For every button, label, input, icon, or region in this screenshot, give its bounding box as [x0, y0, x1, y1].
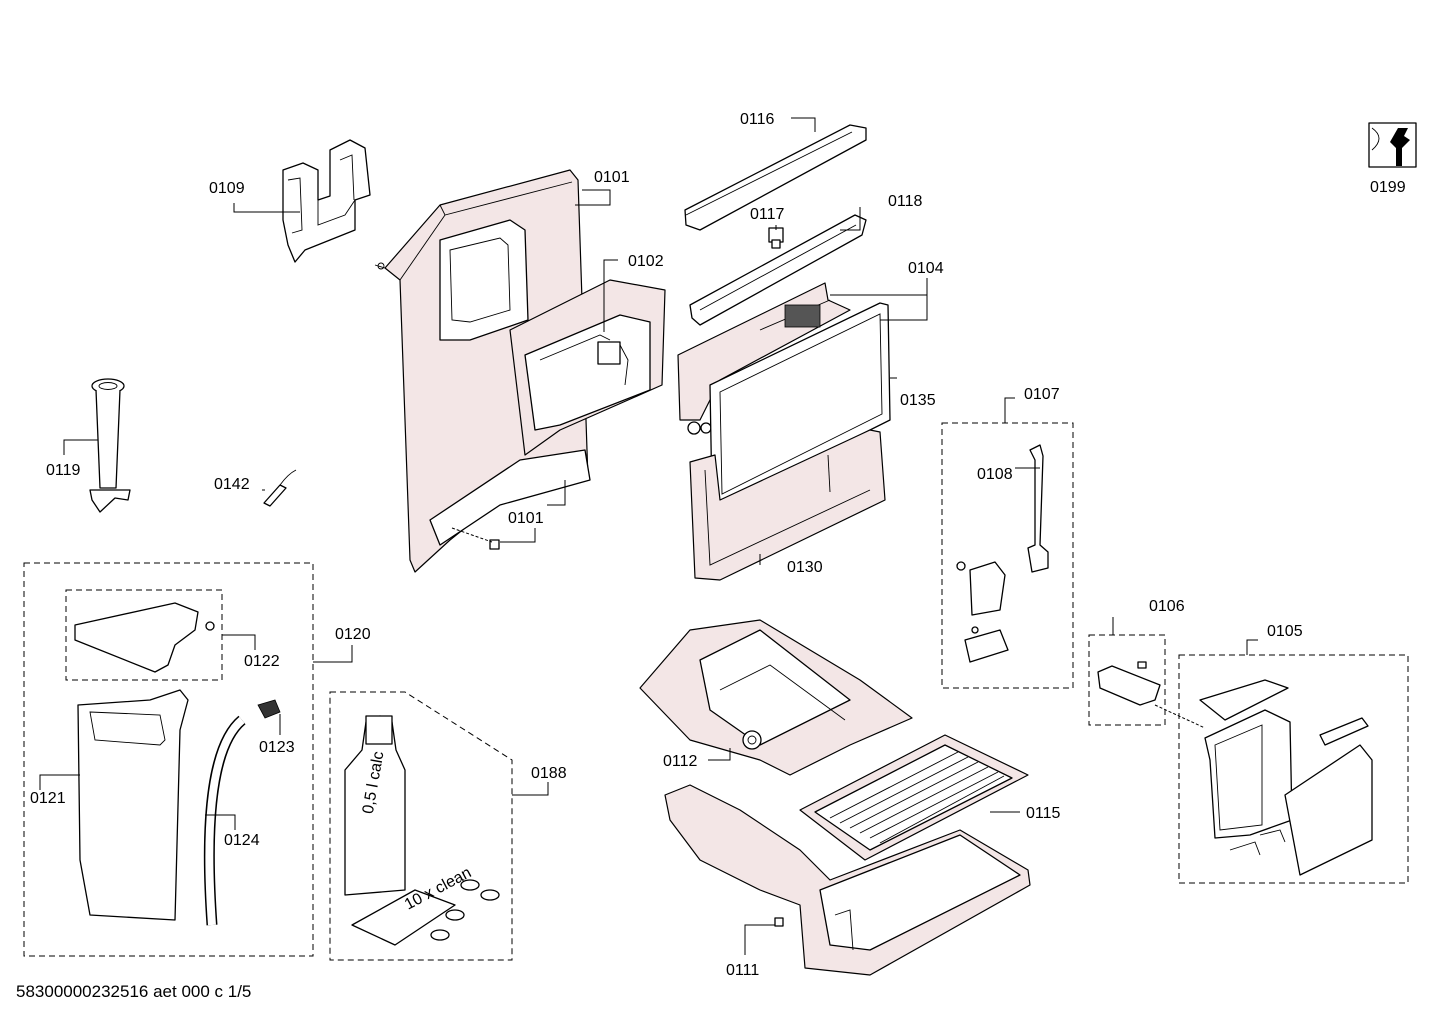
label-0142: 0142 — [214, 476, 250, 493]
grid-cover-0115 — [799, 734, 1029, 861]
label-0107: 0107 — [1024, 386, 1060, 403]
group-0188: 0,5 l calc 10 x clean — [329, 691, 513, 961]
label-0108: 0108 — [977, 466, 1013, 483]
label-0119: 0119 — [46, 462, 81, 479]
label-0102: 0102 — [628, 253, 664, 270]
tool-icon — [1368, 122, 1417, 168]
label-0101-top: 0101 — [594, 169, 630, 186]
tray-0102 — [509, 279, 666, 456]
label-0188: 0188 — [531, 765, 567, 782]
panel-frame-0130 — [689, 429, 886, 581]
tube-0119 — [89, 378, 131, 513]
pin-0142 — [263, 469, 297, 507]
label-0123: 0123 — [259, 739, 295, 756]
frame-0101 — [374, 169, 591, 573]
label-0118: 0118 — [888, 193, 923, 210]
label-0109: 0109 — [209, 180, 245, 197]
label-0115: 0115 — [1026, 805, 1061, 822]
label-0124: 0124 — [224, 832, 260, 849]
label-0121: 0121 — [30, 790, 66, 807]
leader-lines — [39, 117, 1258, 955]
label-0112: 0112 — [663, 753, 698, 770]
label-0120: 0120 — [335, 626, 371, 643]
document-reference-footer: 58300000232516 aet 000 c 1/5 — [16, 982, 251, 1001]
cover-strip-0116 — [684, 124, 867, 231]
label-0199: 0199 — [1370, 179, 1406, 196]
group-0120 — [23, 562, 314, 957]
group-0105 — [1178, 654, 1409, 884]
screw-0101 — [451, 527, 500, 550]
label-0135: 0135 — [900, 392, 936, 409]
rail-0118 — [689, 214, 867, 326]
container-0111 — [664, 784, 1031, 976]
label-0105: 0105 — [1267, 623, 1303, 640]
group-0106 — [1088, 634, 1166, 726]
label-0122: 0122 — [244, 653, 280, 670]
group-0107 — [941, 422, 1074, 689]
label-0111: 0111 — [726, 962, 759, 979]
label-0130: 0130 — [787, 559, 823, 576]
bracket-0109 — [282, 139, 371, 263]
label-0116: 0116 — [740, 111, 775, 128]
label-0106: 0106 — [1149, 598, 1185, 615]
label-0117: 0117 — [750, 206, 785, 223]
drip-tray-0112 — [639, 619, 913, 776]
part-number-labels: 0116 0199 0101 0109 0118 0117 0102 0104 … — [30, 111, 1406, 979]
clip-0117 — [768, 227, 784, 249]
label-0101-bottom: 0101 — [508, 510, 544, 527]
circuit-board-0104 — [677, 282, 851, 435]
label-0104: 0104 — [908, 260, 944, 277]
